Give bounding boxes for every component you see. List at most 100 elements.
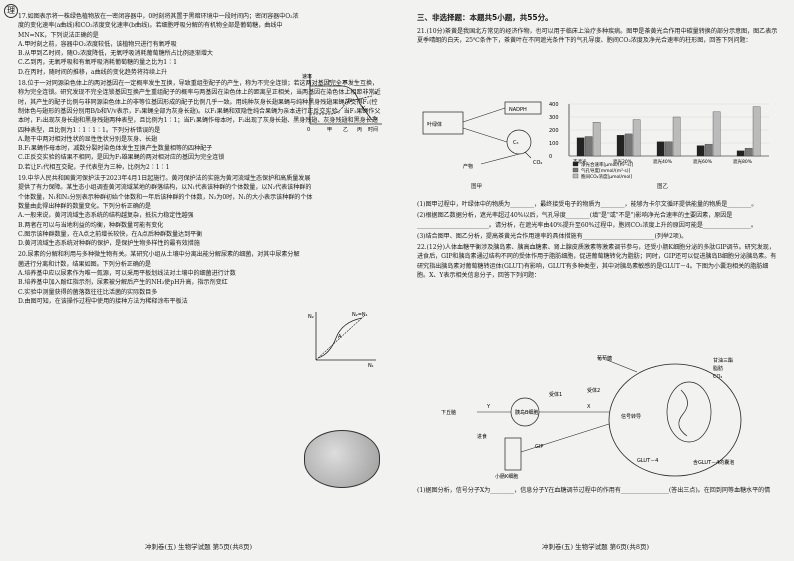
q19-ylabel: N₂ bbox=[308, 314, 314, 320]
nucleus bbox=[666, 381, 712, 443]
question-18-option-c: C.正反交实验的结果不相同，是因为F₁雄果蝇的两对相对应的基因为完全连锁 bbox=[18, 154, 225, 162]
chart-bar bbox=[624, 133, 633, 157]
chart-legend-label: 胞间CO₂浓度[μmol/mol] bbox=[581, 173, 632, 180]
question-19-option-d: D.黄河流域生态系统对种群的保护，是保护生物多样性的最有效措施 bbox=[18, 240, 200, 248]
chart-y-tick-label: 100 bbox=[549, 141, 559, 147]
chart-x-tick-label: 遮光80% bbox=[733, 158, 753, 165]
question-19-option-a: A.一般来说，黄河流域生态系统的结构越复杂，抵抗力稳定性越强 bbox=[18, 212, 194, 220]
question-17-option-a: A.甲时刻之前，容器中O₂浓度较低，该植物只进行有氧呼吸 bbox=[18, 40, 177, 48]
fig-a-node-chloroplast: 叶绿体 bbox=[427, 121, 442, 128]
q17-ylabel: 速率 bbox=[302, 73, 312, 80]
photosynthesis-diagram: 叶绿体 NADPH C₅ CO₂ 产物 bbox=[422, 101, 542, 170]
figure-22: 葡萄糖 甘油三酯 脂肪 CO₂ X Y 下丘脑 受体1 受体2 胰岛B细胞 GI… bbox=[437, 352, 757, 480]
question-19-option-c: C.图示该种群数量，在A点之前增长较快，在A点后种群数量达到平衡 bbox=[18, 230, 203, 238]
fig22-vesicle: 含GLUT－4的囊泡 bbox=[693, 459, 734, 466]
chart-y-tick-label: 0 bbox=[549, 154, 552, 160]
question-17-option-d: D.在丙时，随时间的推移，a曲线的变化趋势将持续上升 bbox=[18, 68, 168, 76]
chart-bar bbox=[744, 148, 753, 157]
chart-bar bbox=[632, 119, 641, 157]
q17-point-m: M bbox=[343, 80, 347, 86]
question-20-option-b: B.培养基中加入酚红指示剂，尿素被分解后产生的NH₃使pH升高，指示剂变红 bbox=[18, 279, 228, 287]
chart-bar bbox=[752, 106, 761, 157]
question-17-figure: 速率 F M N K a b 0 甲 乙 丙 时间 bbox=[302, 73, 382, 133]
question-20-option-a: A.培养基中应以尿素作为唯一氮源，可以采用平板划线法对土壤中的细菌进行计数 bbox=[18, 270, 236, 278]
fig22-x: X bbox=[587, 404, 591, 410]
figure-21-b-caption: 图乙 bbox=[657, 184, 669, 190]
fig22-glut4: GLUT－4 bbox=[637, 458, 658, 464]
q17-curve-b: b bbox=[374, 116, 377, 122]
fig22-y: Y bbox=[486, 404, 491, 410]
question-19-option-b: B.两者在可以与当地利益的均衡，种群数量可能有变化 bbox=[18, 221, 164, 229]
q19-point-a: A bbox=[338, 334, 342, 340]
q17-point-n: N bbox=[348, 98, 352, 104]
question-20-option-c: C.实验中测量获得的菌落数往往比活菌的实际数目多 bbox=[18, 288, 158, 296]
right-page: 三、非选择题：本题共5小题，共55分。 21.(10分)茶黄是我国北方常见的经济… bbox=[397, 0, 794, 561]
question-22-sub-1: (1)据图分析，信号分子X为________，信息分子Y在血糖调节过程中的作用有… bbox=[417, 487, 771, 494]
subject-stamp: 理 bbox=[4, 4, 18, 18]
question-22: 22.(12分)人体血糖平衡涉及胰岛素、胰高血糖素、肾上腺皮质激素等激素调节参与… bbox=[417, 243, 780, 280]
fig-a-node-product: 产物 bbox=[463, 163, 473, 170]
question-18-option-a: A.题干中两对相对性状的显性性状分别是灰身、长翅 bbox=[18, 135, 158, 143]
question-21: 21.(10分)茶黄是我国北方常见的经济作物，也可以用于临床上治疗多种疾病。图甲… bbox=[417, 27, 780, 46]
k-cell bbox=[504, 437, 522, 471]
question-18-stem: 18.位于一对同源染色体上的两对基因在一定概率发生互换，导致重组型配子的产生，称… bbox=[18, 80, 381, 134]
chart-y-tick-label: 400 bbox=[549, 102, 559, 108]
chart-bar bbox=[672, 116, 681, 157]
fig22-receptor-2: 受体2 bbox=[587, 387, 600, 394]
chart-legend-swatch bbox=[572, 167, 579, 173]
fig22-signal: 信号转导 bbox=[621, 413, 641, 420]
chart-x-tick-label: 遮光20% bbox=[613, 158, 633, 165]
question-17-option-c: C.乙到丙，无氧呼吸和有氧呼吸消耗葡萄糖的量之比为1∶1 bbox=[18, 59, 177, 67]
question-20-stem: 20.尿素的分解和利用与多种微生物有关。某研究小组从土壤中分离出能分解尿素的细菌… bbox=[18, 251, 300, 268]
question-19-figure: N₂ N₁ N₂=N₁ A bbox=[308, 312, 376, 368]
question-21-stem: 21.(10分)茶黄是我国北方常见的经济作物，也可以用于临床上治疗多种疾病。图甲… bbox=[417, 28, 778, 45]
chart-bar bbox=[584, 136, 593, 157]
chart-bar bbox=[576, 137, 585, 157]
figure-21-a-caption: 图甲 bbox=[471, 184, 483, 190]
fig22-eating: 进食 bbox=[477, 433, 487, 440]
left-footer: 冲刺卷(五) 生物学试题 第5页(共8页) bbox=[144, 543, 253, 551]
question-17-option-b: B.从甲到乙时间，随O₂浓度降低，无氧呼吸消耗葡萄糖所占比例逐渐增大 bbox=[18, 50, 213, 58]
q17-x3: 丙 bbox=[357, 127, 362, 133]
chart-x-tick-label: 遮光40% bbox=[653, 158, 673, 165]
chart-bar bbox=[736, 150, 745, 157]
question-17: 17.如图表示将一株绿色植物放在一密闭容器中，0时刻将其置于黑暗环境中一段时间内… bbox=[18, 12, 383, 77]
chart-bar bbox=[704, 144, 713, 157]
section-heading: 三、非选择题：本题共5小题，共55分。 bbox=[417, 13, 553, 22]
question-20-figure bbox=[304, 430, 380, 488]
fig22-receptor-1: 受体1 bbox=[549, 391, 562, 398]
q17-x2: 乙 bbox=[343, 126, 348, 133]
question-21-sub-1: (1)图甲过程中，叶绿体中的物质为________，最终接受电子的物质为____… bbox=[417, 201, 758, 208]
chart-legend-swatch bbox=[572, 173, 579, 179]
chart-legend-label: 气孔导度[mmol/(m²·s)] bbox=[581, 167, 631, 174]
q17-x1: 甲 bbox=[327, 127, 332, 133]
question-22-stem: 22.(12分)人体血糖平衡涉及胰岛素、胰高血糖素、肾上腺皮质激素等激素调节参与… bbox=[417, 244, 777, 280]
fig22-triglyceride: 甘油三酯 bbox=[713, 357, 733, 364]
q17-curve-a: a bbox=[374, 90, 377, 96]
figure-21-a: 叶绿体 NADPH C₅ CO₂ 产物 图甲 bbox=[421, 98, 545, 190]
question-19: 19.中华人民共和国黄河保护法于2023年4月1日起施行。黄河保护法的实施为黄河… bbox=[18, 174, 383, 248]
q19-curve-label: N₂=N₁ bbox=[352, 312, 368, 318]
fig22-fat: 脂肪 bbox=[713, 365, 723, 372]
chart-x-tick-label: 遮光60% bbox=[693, 158, 713, 165]
question-18: 18.位于一对同源染色体上的两对基因在一定概率发生互换，导致重组型配子的产生，称… bbox=[18, 79, 383, 172]
right-footer: 冲刺卷(五) 生物学试题 第6页(共8页) bbox=[541, 543, 650, 551]
chart-legend-label: 净光合速率[μmol/(m²·s)] bbox=[581, 161, 633, 168]
shading-bar-chart: 4003002001000不遮光遮光20%遮光40%遮光60%遮光80%净光合速… bbox=[549, 102, 769, 180]
q17-x0: 0 bbox=[307, 127, 310, 133]
question-20-option-d: D.由图可知，在该操作过程中使用的接种方法为稀释涂布平板法 bbox=[18, 297, 188, 305]
adipocyte-cell bbox=[608, 363, 742, 477]
chart-x-tick-label: 不遮光 bbox=[573, 158, 587, 165]
q17-x4: 时间 bbox=[368, 126, 378, 133]
chart-y-tick-label: 200 bbox=[549, 128, 559, 134]
chart-bar bbox=[656, 141, 665, 157]
question-17-stem: 17.如图表示将一株绿色植物放在一密闭容器中，0时刻将其置于黑暗环境中一段时间内… bbox=[18, 13, 299, 39]
fig22-gip: GIP bbox=[535, 444, 543, 450]
fig-a-node-c5: C₅ bbox=[513, 140, 519, 146]
fig22-co2: CO₂ bbox=[713, 374, 722, 380]
chart-bar bbox=[664, 141, 673, 157]
fig22-glucose: 葡萄糖 bbox=[597, 355, 612, 362]
question-18-option-d: D.若让F₁代相互交配，子代表型为三种，比例为2∶1∶1 bbox=[18, 163, 170, 171]
question-21-sub-3: (3)结合图甲、图乙分析，提高茶黄光合作用速率的具体措施有___________… bbox=[417, 232, 688, 240]
